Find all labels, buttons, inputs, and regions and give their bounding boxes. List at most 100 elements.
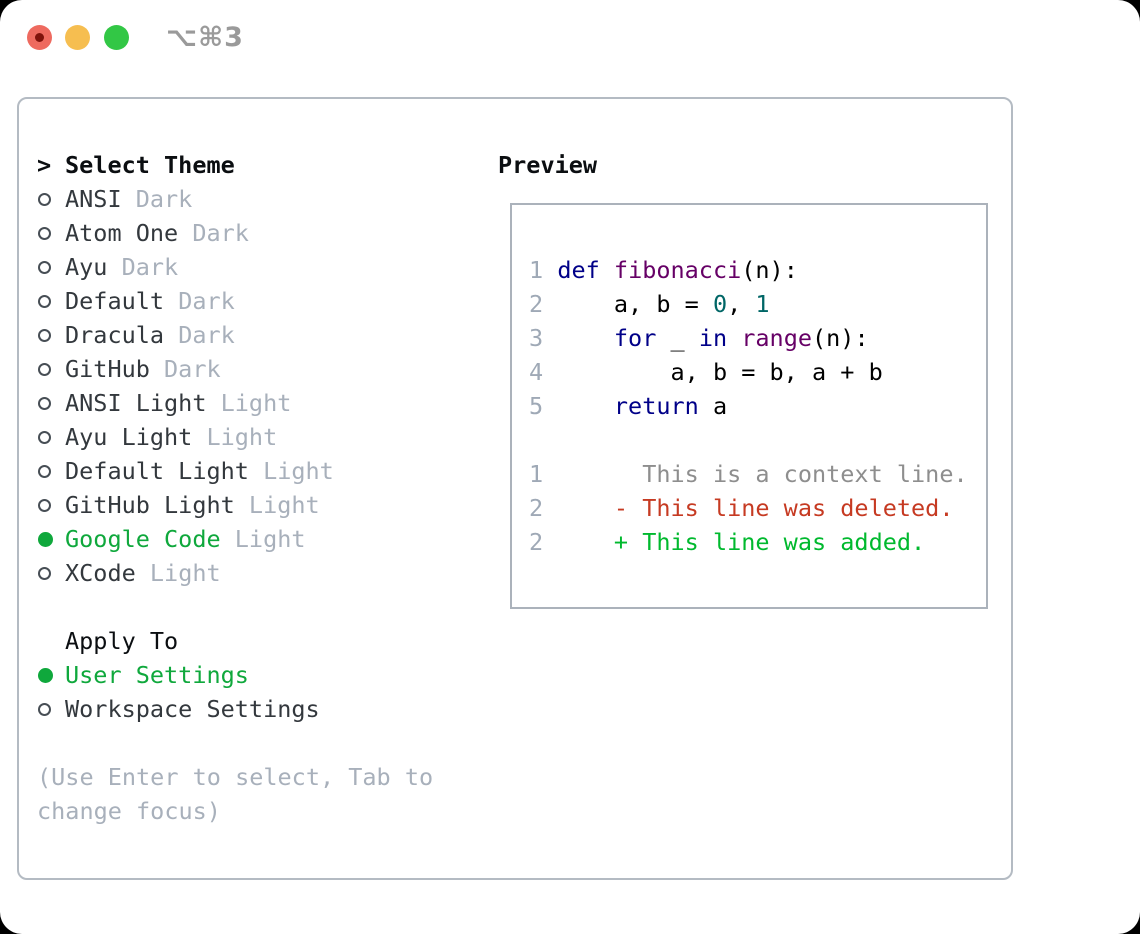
- theme-variant: Light: [220, 525, 306, 553]
- theme-item-google-code[interactable]: Google Code Light: [37, 522, 487, 556]
- token-ctx: This is a context line.: [557, 460, 968, 488]
- theme-item-ayu[interactable]: Ayu Dark: [37, 250, 487, 284]
- theme-item-github[interactable]: GitHub Dark: [37, 352, 487, 386]
- theme-variant: Dark: [149, 355, 221, 383]
- token-pl: [557, 324, 614, 352]
- code-line: [529, 423, 986, 457]
- token-fn: fibonacci: [613, 256, 742, 284]
- theme-item-ansi[interactable]: ANSI Dark: [37, 182, 487, 216]
- line-number: 2: [529, 290, 544, 318]
- theme-variant: Dark: [121, 185, 193, 213]
- apply-to-heading: Apply To: [65, 627, 179, 655]
- theme-name: ANSI Light: [65, 389, 207, 417]
- token-num: 1: [755, 290, 770, 318]
- radio-unselected-icon: [37, 464, 65, 478]
- code-line: 2 a, b = 0, 1: [529, 287, 986, 321]
- line-number: 2: [529, 494, 544, 522]
- theme-variant: Light: [248, 457, 334, 485]
- theme-variant: Light: [234, 491, 320, 519]
- code-line: 4 a, b = b, a + b: [529, 355, 986, 389]
- token-kw: for: [613, 324, 657, 352]
- apply-option-label: Workspace Settings: [65, 695, 320, 723]
- hint-line-1: (Use Enter to select, Tab to: [37, 763, 434, 791]
- keyboard-hint: (Use Enter to select, Tab to change focus…: [37, 760, 487, 828]
- token-del: - This line was deleted.: [557, 494, 954, 522]
- theme-name: Atom One: [65, 219, 179, 247]
- apply-option-user-settings[interactable]: User Settings: [37, 658, 487, 692]
- code-line: 1 def fibonacci(n):: [529, 253, 986, 287]
- close-dot-icon: [35, 33, 44, 42]
- token-pl: a, b =: [557, 290, 713, 318]
- radio-selected-icon: [37, 531, 65, 547]
- code-line: 2 + This line was added.: [529, 525, 986, 559]
- token-fn: range: [741, 324, 813, 352]
- theme-item-github-light[interactable]: GitHub Light Light: [37, 488, 487, 522]
- line-number: 1: [529, 460, 544, 488]
- token-pl: (n):: [812, 324, 869, 352]
- apply-option-workspace-settings[interactable]: Workspace Settings: [37, 692, 487, 726]
- preview-heading: Preview: [498, 151, 598, 179]
- token-pl: _: [656, 324, 699, 352]
- close-button[interactable]: [27, 25, 52, 50]
- token-pl: a, b = b, a + b: [557, 358, 883, 386]
- select-theme-heading: Select Theme: [65, 151, 235, 179]
- select-theme-heading-row: > Select Theme: [37, 148, 487, 182]
- apply-to-heading-row: Apply To: [37, 624, 487, 658]
- theme-name: Ayu: [65, 253, 108, 281]
- token-pl: a: [698, 392, 728, 420]
- theme-item-default-light[interactable]: Default Light Light: [37, 454, 487, 488]
- token-pl: ,: [727, 290, 756, 318]
- theme-item-ansi-light[interactable]: ANSI Light Light: [37, 386, 487, 420]
- theme-name: ANSI: [65, 185, 122, 213]
- code-line: 1 This is a context line.: [529, 457, 986, 491]
- token-num: 0: [712, 290, 728, 318]
- radio-selected-icon: [37, 667, 65, 683]
- theme-item-xcode[interactable]: XCode Light: [37, 556, 487, 590]
- theme-item-ayu-light[interactable]: Ayu Light Light: [37, 420, 487, 454]
- theme-variant: Light: [206, 389, 292, 417]
- apply-option-label: User Settings: [65, 661, 249, 689]
- radio-unselected-icon: [37, 226, 65, 240]
- token-pl: [727, 324, 741, 352]
- theme-variant: Dark: [107, 253, 179, 281]
- theme-variant: Dark: [164, 287, 235, 315]
- titlebar: ⌥⌘3: [0, 0, 1140, 76]
- token-add: + This line was added.: [557, 528, 926, 556]
- theme-name: Default: [65, 287, 165, 315]
- line-number: 5: [529, 392, 544, 420]
- minimize-button[interactable]: [65, 25, 90, 50]
- radio-unselected-icon: [37, 396, 65, 410]
- token-pl: [557, 392, 614, 420]
- theme-name: GitHub Light: [65, 491, 235, 519]
- hint-line-2: change focus): [37, 797, 221, 825]
- code-line: 5 return a: [529, 389, 986, 423]
- theme-item-default[interactable]: Default Dark: [37, 284, 487, 318]
- theme-name: XCode: [65, 559, 136, 587]
- line-number: 2: [529, 528, 544, 556]
- radio-unselected-icon: [37, 362, 65, 376]
- radio-unselected-icon: [37, 192, 65, 206]
- spacer: [37, 590, 487, 624]
- theme-variant: Light: [135, 559, 221, 587]
- line-number: 4: [529, 358, 544, 386]
- radio-unselected-icon: [37, 294, 65, 308]
- radio-unselected-icon: [37, 566, 65, 580]
- line-number: 1: [529, 256, 544, 284]
- radio-unselected-icon: [37, 430, 65, 444]
- theme-item-atom-one[interactable]: Atom One Dark: [37, 216, 487, 250]
- token-kw: return: [613, 392, 699, 420]
- radio-unselected-icon: [37, 498, 65, 512]
- line-number: 3: [529, 324, 544, 352]
- theme-item-dracula[interactable]: Dracula Dark: [37, 318, 487, 352]
- zoom-button[interactable]: [104, 25, 129, 50]
- theme-name: Default Light: [65, 457, 249, 485]
- token-pl: [600, 256, 614, 284]
- code-line: 2 - This line was deleted.: [529, 491, 986, 525]
- token-kw: in: [698, 324, 728, 352]
